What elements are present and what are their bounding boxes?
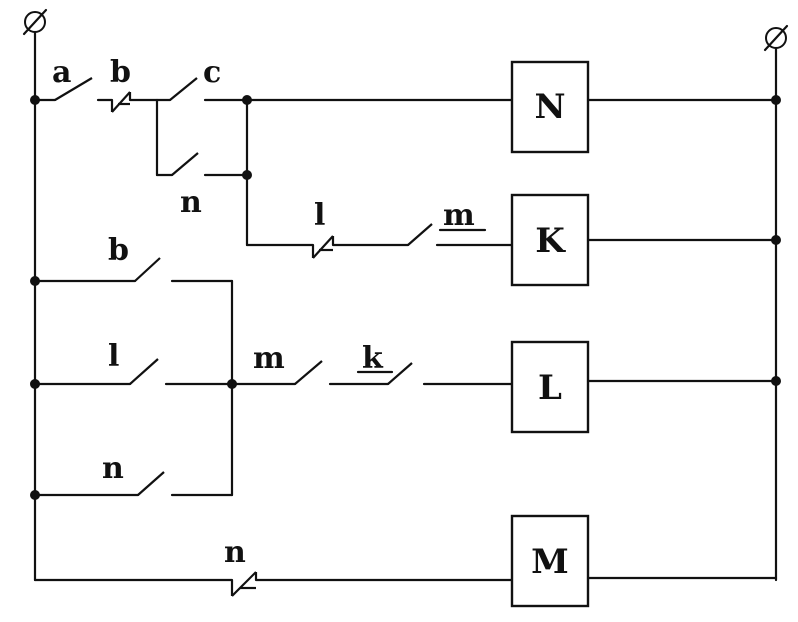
contact-label-n-nc: n (224, 535, 246, 570)
coil-label-k: K (535, 221, 566, 261)
contact-label-m-rung2: m (443, 198, 475, 233)
coil-label-n: N (534, 87, 565, 127)
contact-b-nc (110, 91, 132, 113)
rung-n (30, 60, 781, 180)
contact-label-k: k (362, 341, 384, 376)
contact-n-parallel (171, 152, 199, 176)
contact-label-m-rung3: m (253, 341, 285, 376)
right-terminal (763, 24, 789, 52)
coil-label-l: L (538, 368, 562, 408)
contact-m-rung2 (407, 223, 433, 246)
contact-k (387, 362, 413, 385)
contact-label-l-nc: l (314, 198, 325, 233)
contact-label-b-no: b (108, 233, 129, 268)
contact-label-b-nc: b (110, 55, 131, 90)
rung-l (30, 257, 781, 500)
contact-m-rung3 (294, 360, 323, 385)
contact-n-no (137, 471, 165, 496)
left-terminal (22, 8, 48, 36)
coil-m (510, 514, 590, 608)
contact-a (54, 77, 93, 101)
contact-label-c: c (203, 55, 221, 90)
contact-c (169, 77, 198, 101)
contact-label-n-parallel: n (180, 185, 202, 220)
contact-label-a: a (52, 55, 71, 90)
contact-l-nc (311, 235, 335, 259)
coil-label-m: M (531, 542, 569, 582)
rung-m (33, 514, 778, 608)
rung-k (245, 173, 781, 287)
contact-label-l-no: l (108, 339, 119, 374)
coil-l (510, 340, 590, 434)
contact-n-nc (230, 571, 258, 597)
contact-l-no (129, 358, 159, 385)
contact-label-n-no: n (102, 451, 124, 486)
contact-b-no (134, 257, 161, 282)
coil-n (510, 60, 590, 154)
coil-k (510, 193, 590, 287)
